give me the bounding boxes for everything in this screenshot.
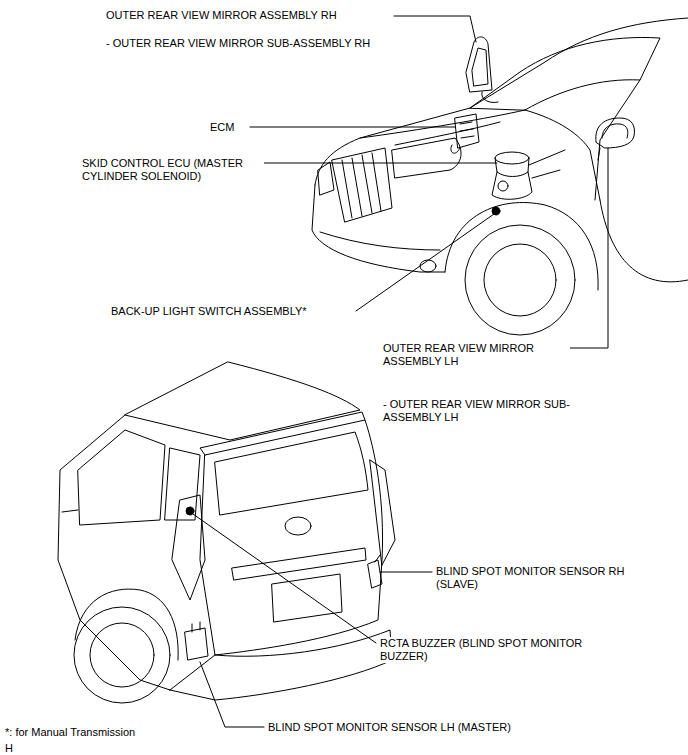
tail-light-right — [370, 460, 395, 565]
mirror-lh-wire — [598, 148, 600, 160]
leader-line — [356, 214, 494, 311]
mirror-rh — [466, 37, 498, 103]
part-label: OUTER REAR VIEW MIRROR ASSEMBLY LH — [381, 342, 570, 368]
license-plate — [272, 574, 342, 622]
fog-light — [420, 260, 436, 272]
part-label: SKID CONTROL ECU (MASTER CYLINDER SOLENO… — [80, 157, 264, 183]
part-label: OUTER REAR VIEW MIRROR ASSEMBLY RH — [104, 9, 339, 22]
front-wheel-rim — [484, 244, 556, 316]
switch-body — [492, 207, 500, 215]
mirror-rh-housing — [466, 37, 492, 92]
part-label: BLIND SPOT MONITOR SENSOR LH (MASTER) — [266, 721, 513, 734]
leader-line — [193, 514, 376, 643]
lower-bumper — [320, 232, 440, 250]
leader-line — [200, 662, 264, 727]
rear-wheel-rim — [90, 623, 154, 687]
grille — [332, 148, 392, 222]
sensor-rh-wire — [375, 555, 380, 562]
bumper — [170, 630, 392, 700]
sensor-lh-case — [185, 628, 208, 660]
mirror-rh-glass — [472, 48, 488, 86]
booster-rod — [529, 150, 565, 178]
pillar — [595, 80, 640, 200]
rear-vehicle — [58, 362, 395, 703]
mirror-lh-glass — [602, 124, 628, 138]
mirror-lh — [596, 118, 635, 160]
leader-line — [570, 148, 608, 348]
emblem — [285, 517, 311, 535]
side-window-2 — [165, 448, 200, 520]
leader-line — [380, 572, 432, 573]
spoiler — [200, 412, 365, 455]
part-label: RCTA BUZZER (BLIND SPOT MONITOR BUZZER) — [378, 637, 597, 663]
ecm-wire — [451, 145, 460, 153]
door-handle — [62, 510, 78, 512]
figure-code: H — [3, 742, 15, 755]
leader-line — [262, 163, 497, 164]
fender — [525, 110, 600, 200]
garnish — [232, 548, 366, 580]
back-up-light-switch — [492, 207, 500, 215]
ecm-connector — [460, 122, 474, 138]
front-vehicle — [312, 18, 688, 335]
reservoir-body — [495, 158, 529, 177]
part-label: BLIND SPOT MONITOR SENSOR RH (SLAVE) — [434, 565, 638, 591]
footnote: *: for Manual Transmission — [3, 726, 137, 739]
mirror-rh-wire — [482, 92, 498, 103]
part-label: BACK-UP LIGHT SWITCH ASSEMBLY* — [109, 305, 309, 318]
solenoid — [498, 181, 508, 191]
front-wheel — [465, 225, 575, 335]
windshield — [470, 37, 660, 110]
leader-line — [250, 127, 455, 128]
skid-control-ecu — [492, 150, 565, 199]
side-window — [78, 430, 165, 525]
sub-part-label: - OUTER REAR VIEW MIRROR SUB-ASSEMBLY RH — [104, 37, 372, 50]
sub-part-label: - OUTER REAR VIEW MIRROR SUB-ASSEMBLY LH — [381, 398, 575, 424]
reservoir — [495, 152, 529, 164]
bsm-sensor-rh — [368, 555, 382, 588]
back-door — [200, 420, 383, 655]
sensor-lh-wire — [192, 622, 200, 632]
side-body — [600, 200, 688, 282]
rear-glass — [215, 432, 368, 515]
sensor-rh-case — [368, 560, 382, 588]
ecm — [451, 114, 479, 153]
part-label: ECM — [208, 121, 236, 134]
ecm-case — [455, 114, 479, 148]
tail-light-left — [172, 495, 205, 600]
mirror-lh-housing — [596, 118, 635, 148]
bsm-sensor-lh — [185, 622, 208, 660]
hood-line — [360, 110, 525, 138]
headlight-left — [318, 162, 334, 195]
master-cylinder — [492, 172, 532, 199]
rear-wheel — [74, 607, 170, 703]
leader-line — [394, 16, 476, 42]
hood-crease — [395, 122, 500, 145]
leader-lines — [193, 16, 608, 727]
